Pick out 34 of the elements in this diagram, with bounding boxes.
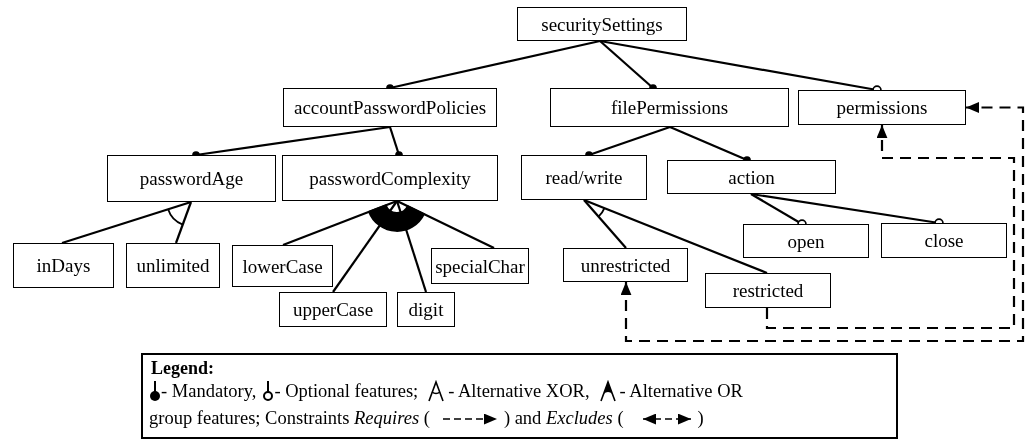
feature-box: digit bbox=[397, 292, 455, 327]
constraint-arrow bbox=[620, 102, 1025, 343]
legend-text: ) and Excludes ( bbox=[503, 408, 624, 429]
feature-box: restricted bbox=[705, 273, 831, 308]
feature-box: open bbox=[743, 224, 869, 258]
feature-box: permissions bbox=[798, 90, 966, 125]
tree-connector bbox=[174, 201, 193, 244]
feature-box: upperCase bbox=[279, 292, 387, 327]
feature-box: read/write bbox=[521, 155, 647, 200]
constraint-arrow bbox=[765, 125, 1016, 330]
feature-box: passwordAge bbox=[107, 155, 276, 202]
tree-connector bbox=[583, 198, 768, 275]
feature-box: inDays bbox=[13, 243, 114, 288]
tree-connector bbox=[583, 199, 627, 249]
legend-heading: Legend: bbox=[151, 358, 214, 379]
feature-box: securitySettings bbox=[517, 7, 687, 41]
legend-text: - Optional features; bbox=[274, 380, 419, 402]
tree-connector bbox=[396, 200, 495, 249]
feature-box: accountPasswordPolicies bbox=[283, 88, 497, 127]
legend-text: - Alternative OR bbox=[619, 380, 743, 402]
tree-connector bbox=[61, 200, 192, 245]
tree-connector bbox=[282, 199, 398, 247]
legend-text: - Alternative XOR, bbox=[448, 380, 590, 402]
feature-box: lowerCase bbox=[232, 245, 333, 287]
feature-box: specialChar bbox=[431, 248, 529, 284]
feature-box: action bbox=[667, 160, 836, 194]
legend-text: - Mandatory, bbox=[161, 380, 257, 402]
feature-box: unrestricted bbox=[563, 248, 688, 282]
feature-box: passwordComplexity bbox=[282, 155, 498, 201]
feature-box: close bbox=[881, 223, 1007, 258]
feature-box: unlimited bbox=[126, 243, 220, 288]
legend-text: group features; Constraints Requires ( bbox=[149, 408, 430, 429]
legend-text: ) bbox=[697, 408, 704, 429]
feature-box: filePermissions bbox=[550, 88, 789, 127]
